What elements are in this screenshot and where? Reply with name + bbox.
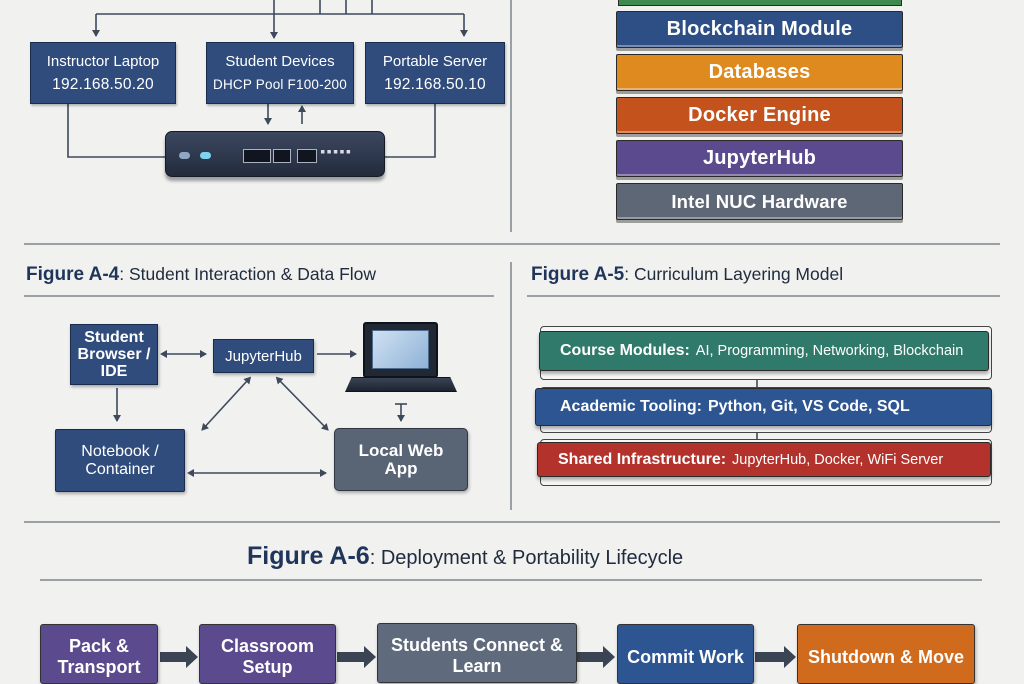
- lifecycle-step-classroom-setup: Classroom Setup: [199, 624, 336, 684]
- course-modules-items: AI, Programming, Networking, Blockchain: [695, 343, 964, 359]
- stack-layer-hardware: Intel NUC Hardware: [616, 183, 903, 220]
- student-devices-node: Student Devices DHCP Pool F100-200: [206, 42, 354, 104]
- instructor-laptop-ip: 192.168.50.20: [52, 76, 154, 93]
- shared-infrastructure-items: JupyterHub, Docker, WiFi Server: [732, 451, 944, 468]
- stack-layer-blockchain: Blockchain Module: [616, 11, 903, 48]
- student-devices-title: Student Devices: [225, 53, 335, 70]
- fig-a4-prefix: Figure A-4: [26, 264, 120, 285]
- router-led-2: [200, 152, 211, 159]
- fig-a5-title: Figure A-5: Curriculum Layering Model: [531, 264, 843, 286]
- fig-a4-caption: : Student Interaction & Data Flow: [119, 264, 377, 284]
- router-port-1: [243, 149, 271, 163]
- laptop-keyboard: [345, 377, 457, 392]
- curriculum-layer-shared-infrastructure: Shared Infrastructure: JupyterHub, Docke…: [537, 442, 991, 477]
- fig-a5-caption: : Curriculum Layering Model: [624, 264, 844, 284]
- academic-tooling-items: Python, Git, VS Code, SQL: [707, 398, 910, 415]
- lifecycle-step-shutdown-move: Shutdown & Move: [797, 624, 975, 684]
- fig-a6-caption: : Deployment & Portability Lifecycle: [369, 547, 684, 569]
- fig-a4-title: Figure A-4: Student Interaction & Data F…: [26, 264, 376, 286]
- horizontal-divider-1: [24, 243, 1000, 245]
- local-web-app-node: Local Web App: [334, 428, 468, 491]
- router-icon: ▪▪▪▪▪: [165, 131, 385, 177]
- stack-layer-jupyterhub: JupyterHub: [616, 140, 903, 177]
- curriculum-layer-academic-tooling: Academic Tooling: Python, Git, VS Code, …: [535, 388, 992, 426]
- lifecycle-step-students-connect: Students Connect & Learn: [377, 623, 577, 683]
- course-modules-label: Course Modules:: [560, 342, 690, 359]
- vertical-divider-middle: [510, 262, 512, 510]
- academic-tooling-label: Academic Tooling:: [560, 398, 702, 415]
- curriculum-layer-course-modules: Course Modules: AI, Programming, Network…: [539, 331, 989, 371]
- lifecycle-step-pack-transport: Pack & Transport: [40, 624, 158, 684]
- fig-a5-underline: [527, 295, 1000, 297]
- jupyterhub-node: JupyterHub: [213, 339, 314, 373]
- lifecycle-step-commit-work: Commit Work: [617, 624, 754, 684]
- portable-server-node: Portable Server 192.168.50.10: [365, 42, 505, 104]
- stack-layer-docker: Docker Engine: [616, 97, 903, 134]
- vertical-divider-top: [510, 0, 512, 232]
- fig-a5-prefix: Figure A-5: [531, 264, 625, 285]
- portable-server-title: Portable Server: [382, 53, 488, 70]
- router-port-2: [273, 149, 291, 163]
- router-led-1: [179, 152, 190, 159]
- fig-a6-underline: [40, 579, 982, 581]
- stack-layer-databases: Databases: [616, 54, 903, 91]
- router-port-row: ▪▪▪▪▪: [320, 147, 353, 157]
- horizontal-divider-2: [24, 521, 1000, 523]
- fig-a6-title: Figure A-6: Deployment & Portability Lif…: [247, 542, 683, 571]
- portable-server-ip: 192.168.50.10: [384, 76, 486, 93]
- instructor-laptop-title: Instructor Laptop: [46, 53, 160, 70]
- shared-infrastructure-label: Shared Infrastructure:: [558, 450, 727, 468]
- router-port-3: [297, 149, 317, 163]
- laptop-screen: [372, 330, 429, 369]
- laptop-icon: [363, 322, 438, 378]
- instructor-laptop-node: Instructor Laptop 192.168.50.20: [30, 42, 176, 104]
- fig-a4-underline: [24, 295, 494, 297]
- fig-a6-prefix: Figure A-6: [247, 542, 370, 570]
- student-browser-node: Student Browser / IDE: [70, 324, 158, 385]
- student-devices-dhcp: DHCP Pool F100-200: [213, 77, 347, 92]
- stack-top-strip: [618, 0, 902, 6]
- notebook-container-node: Notebook / Container: [55, 429, 185, 492]
